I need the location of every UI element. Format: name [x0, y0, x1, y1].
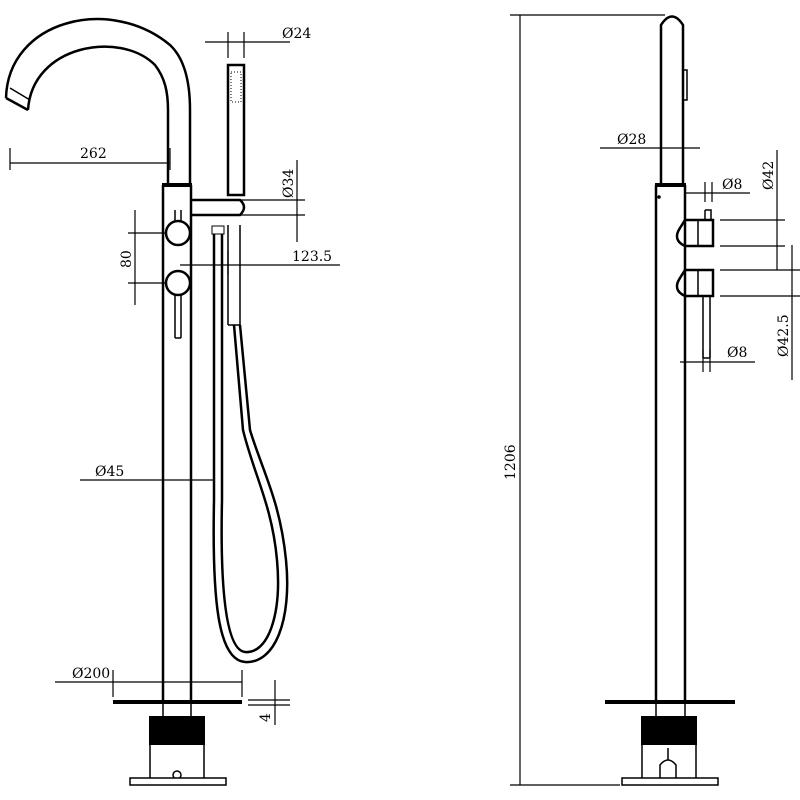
- handles: [164, 210, 192, 339]
- dim-handle-spacing: 80: [119, 250, 135, 268]
- handshower: [191, 63, 246, 326]
- dim-column-dia: Ø45: [95, 464, 124, 480]
- side-view: 1206 Ø28 Ø8 Ø42 Ø42.5 Ø8: [503, 14, 800, 786]
- dim-handle-top-dia: Ø42: [761, 161, 777, 190]
- base: [113, 700, 242, 786]
- dim-lever-top-dia: Ø8: [722, 177, 742, 193]
- dim-holder-offset: 123.5: [292, 249, 332, 265]
- dim-spout-reach: 262: [80, 146, 107, 162]
- spout: [4, 17, 192, 185]
- dim-base-dia: Ø200: [72, 666, 110, 682]
- dim-top-dia: Ø28: [617, 132, 646, 148]
- dim-lever-bottom-dia: Ø8: [727, 345, 747, 361]
- dim-base-thickness: 4: [258, 713, 274, 722]
- front-view: 262 Ø24 Ø34 80 123.5 Ø45 Ø200 4: [4, 17, 340, 786]
- side-handles: [675, 209, 715, 359]
- dim-overall-height: 1206: [503, 444, 519, 480]
- front-dimensions: 262 Ø24 Ø34 80 123.5 Ø45 Ø200 4: [9, 26, 340, 725]
- dim-holder-dia: Ø34: [281, 169, 297, 198]
- dim-handle-bottom-dia: Ø42.5: [776, 314, 792, 357]
- hose: [211, 225, 289, 664]
- column: [161, 183, 193, 702]
- side-handshower: [659, 15, 688, 185]
- side-column: [654, 183, 687, 702]
- side-base: [605, 700, 735, 786]
- dim-handshower-dia: Ø24: [282, 26, 311, 42]
- side-dimensions: 1206 Ø28 Ø8 Ø42 Ø42.5 Ø8: [503, 14, 800, 786]
